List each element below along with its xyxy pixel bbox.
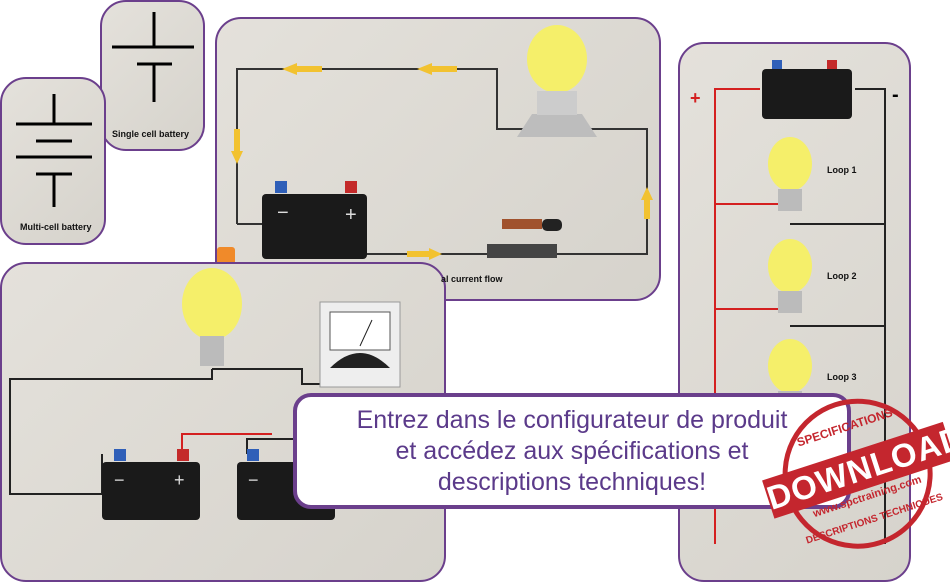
main-circuit-diagram: − + <box>231 25 653 260</box>
multi-cell-battery-panel: Multi-cell battery <box>0 77 106 245</box>
single-cell-symbol <box>112 12 194 102</box>
svg-text:+: + <box>174 470 185 490</box>
light-bulbs <box>768 137 812 393</box>
current-flow-label: al current flow <box>441 274 503 284</box>
single-cell-label: Single cell battery <box>112 129 190 139</box>
callout-line-2: et accédez aux spécifications et <box>395 436 749 465</box>
battery <box>102 462 200 520</box>
current-arrows <box>231 63 653 260</box>
callout-line-1: Entrez dans le configurateur de produit <box>356 405 788 434</box>
loop-2-label: Loop 2 <box>827 271 857 281</box>
light-bulb <box>527 25 587 93</box>
loop-1-label: Loop 1 <box>827 165 857 175</box>
svg-text:−: − <box>114 470 125 490</box>
callout-line-3: descriptions techniques! <box>437 467 707 496</box>
svg-text:−: − <box>248 470 259 490</box>
svg-text:−: − <box>277 202 289 224</box>
plus-label: + <box>690 88 701 108</box>
battery <box>762 69 852 119</box>
multi-cell-label: Multi-cell battery <box>20 222 92 232</box>
multi-cell-symbol <box>16 94 92 207</box>
main-circuit-panel: − + <box>215 17 661 301</box>
svg-text:+: + <box>345 204 357 226</box>
minus-label: - <box>892 84 899 106</box>
light-bulb <box>182 268 242 340</box>
loop-3-label: Loop 3 <box>827 372 857 382</box>
switch <box>487 244 557 258</box>
single-cell-battery-panel: Single cell battery <box>100 0 205 151</box>
configurator-callout[interactable]: Entrez dans le configurateur de produit … <box>293 393 851 509</box>
battery <box>262 194 367 259</box>
